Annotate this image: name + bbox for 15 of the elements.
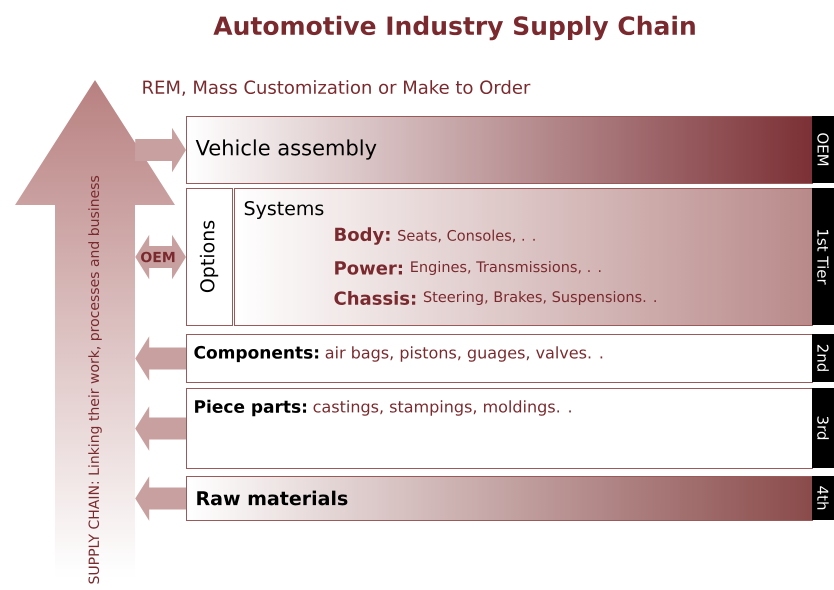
title: Automotive Industry Supply Chain [213, 16, 695, 40]
tier-box: Components: air bags, pistons, guages, valves. . [186, 334, 813, 383]
options-box: Options [186, 188, 233, 326]
tier-box: Raw materials [186, 476, 813, 521]
tier-box: Vehicle assembly [186, 116, 813, 184]
tier-tab: 2nd [812, 334, 834, 382]
supply-chain-arrow: SUPPLY CHAIN: Linking their work, processes and business [88, 176, 102, 584]
tier-tab: 1st Tier [812, 188, 834, 325]
tier-tab: 3rd [812, 388, 834, 468]
systems-box: Systems Body: Seats, Consoles, . . Power: Engines, Transmissions, . . Chassis: Steering, Brakes, Suspensions. . [234, 188, 813, 326]
tier-tab: 4th [812, 476, 834, 520]
heading-note: REM, Mass Customization or Make to Order [143, 80, 530, 96]
edge-label: OEM [139, 250, 177, 264]
tier-tab: OEM [812, 116, 834, 183]
tier-box: Piece parts: castings, stampings, moldings. . [186, 388, 813, 469]
